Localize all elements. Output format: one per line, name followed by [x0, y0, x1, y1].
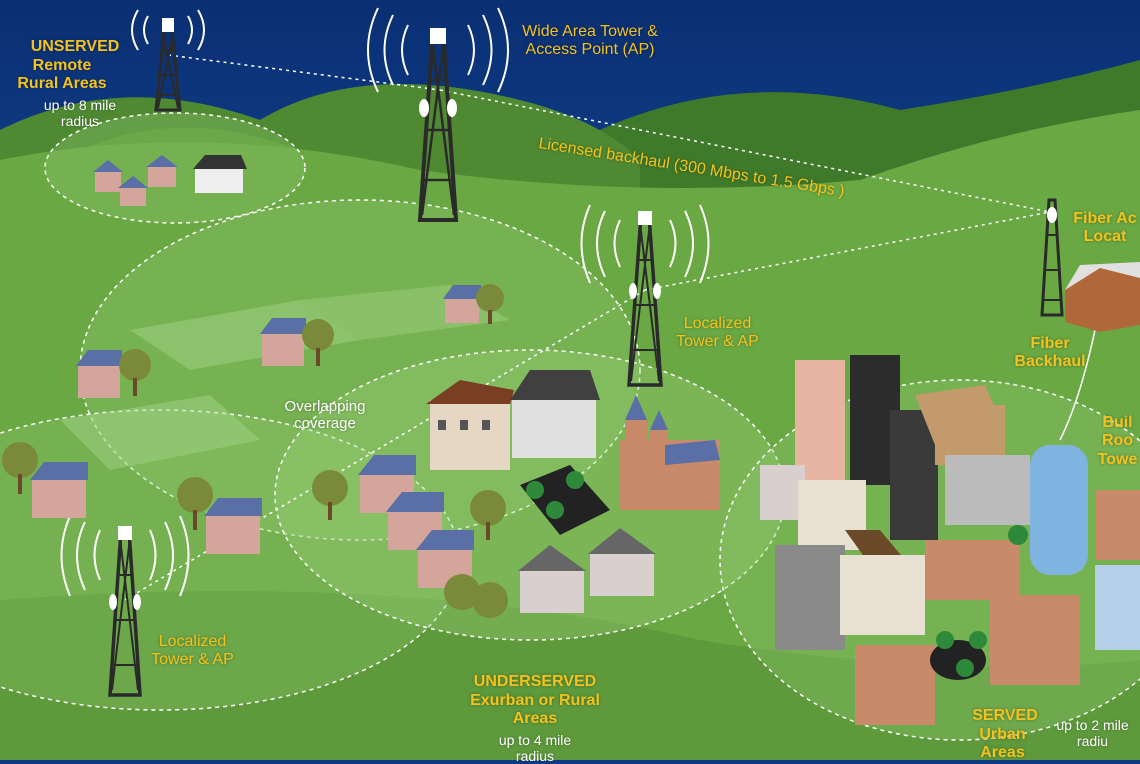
tower-fiber-access	[1040, 198, 1064, 317]
overlapping-coverage-label: Overlapping coverage	[284, 398, 366, 433]
served-subtitle: Urban Areas	[979, 726, 1026, 762]
served-title: SERVED	[972, 707, 1038, 724]
field-patch	[60, 395, 260, 470]
tower-remote	[131, 9, 205, 112]
unserved-radius: up to 8 mile radius	[43, 97, 117, 130]
backhaul-link	[644, 211, 1051, 291]
tower-wide-area	[367, 7, 509, 222]
backhaul-link	[439, 89, 1051, 213]
fiber-access-building	[1065, 262, 1140, 332]
building-roof-label: Buil Roo Towe	[1097, 414, 1138, 468]
farm-houses	[2, 284, 504, 554]
tower-localized-center	[580, 204, 710, 387]
fiber-backhaul-label: Fiber Backhaul	[1014, 335, 1086, 371]
field-patch	[130, 300, 360, 370]
served-radius: up to 2 mile radiu	[1056, 717, 1129, 750]
localized-center-label: Localized Tower & AP	[676, 315, 759, 351]
fiber-access-label: Fiber Ac Locat	[1073, 210, 1137, 246]
localized-left-label: Localized Tower & AP	[151, 633, 234, 669]
underserved-radius: up to 4 mile radius	[498, 732, 572, 764]
town-buildings	[358, 370, 656, 618]
rural-houses	[93, 155, 247, 206]
underserved-title: UNDERSERVED	[473, 673, 597, 690]
unserved-subtitle: Remote Rural Areas	[17, 57, 107, 93]
church	[620, 395, 720, 510]
urban-buildings	[760, 355, 1140, 725]
tower-localized-left	[60, 515, 190, 697]
underserved-subtitle: Exurban or Rural Areas	[470, 692, 600, 728]
unserved-title: UNSERVED	[30, 38, 120, 55]
fiber-backhaul-line	[1059, 329, 1096, 441]
wide-area-label: Wide Area Tower & Access Point (AP)	[522, 23, 658, 59]
